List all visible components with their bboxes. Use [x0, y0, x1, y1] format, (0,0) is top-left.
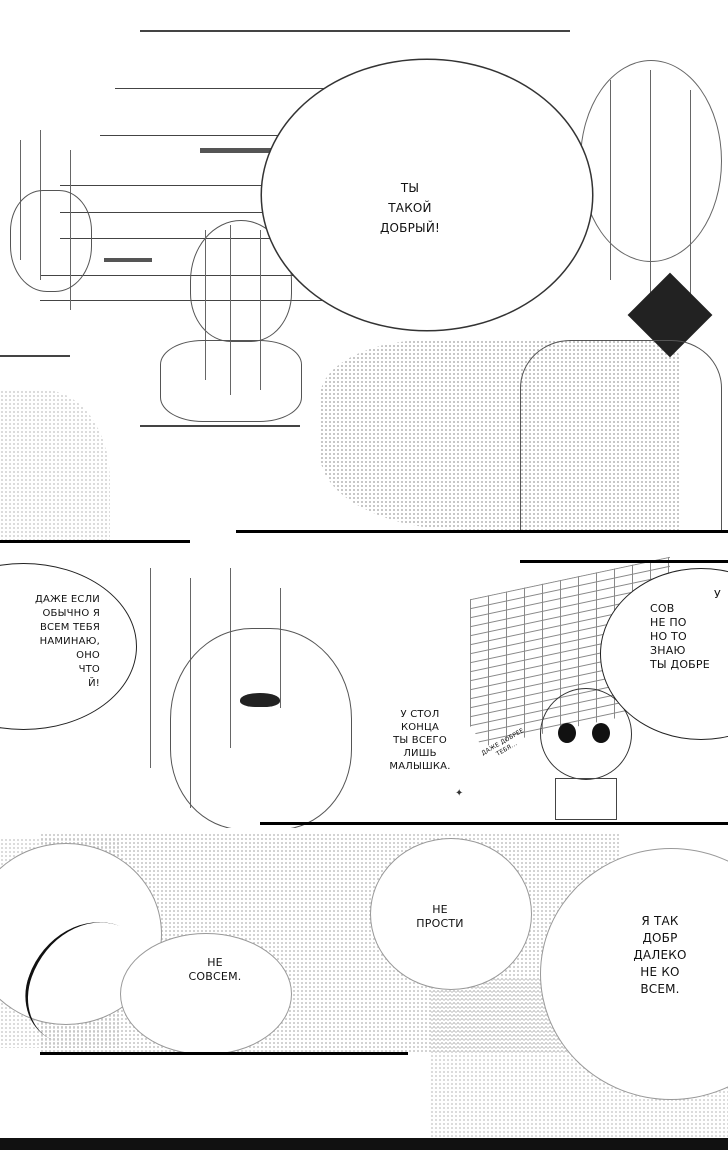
- bubble-text-not-to-all: Я ТАК ДОБР ДАЛЕКО НЕ КО ВСЕМ.: [633, 914, 687, 996]
- panel-border-3: [520, 560, 728, 563]
- bubble-text-center: У СТОЛ КОНЦА ТЫ ВСЕГО ЛИШЬ МАЛЫШКА.: [389, 709, 451, 772]
- bubble-text-not-quite: НЕ СОВСЕМ.: [188, 956, 242, 983]
- bubble-text-kind: ТЫ ТАКОЙ ДОБРЫЙ!: [379, 181, 441, 235]
- character-face-left: [120, 568, 380, 828]
- cloud-2: [120, 933, 292, 1055]
- tone-floor: [320, 340, 680, 530]
- character-center: [150, 220, 310, 430]
- character-left: [0, 130, 110, 380]
- panel-middle: ✦ ✧ ✦ ДАЖЕ ЕСЛИ ОБЫЧНО Я ВСЕМ ТЕБЯ НАМИН…: [0, 548, 728, 828]
- cloud-3: [370, 838, 532, 990]
- speech-bubble-top: [262, 60, 592, 330]
- panel-border-4: [260, 822, 728, 825]
- panel-border-2: [0, 540, 190, 543]
- panel-border-1: [236, 530, 728, 533]
- bubble-text-sorry: НЕ ПРОСТИ: [416, 903, 464, 930]
- bubble-text-right-top: У: [714, 588, 721, 601]
- panel-bottom: НЕ СОВСЕМ. НЕ ПРОСТИ Я ТАК ДОБР ДАЛЕКО Н…: [0, 828, 728, 1138]
- character-chibi: [520, 678, 650, 820]
- page-bottom-band: [0, 1138, 728, 1150]
- sparkle-decoration-2: ✦: [455, 788, 464, 799]
- bubble-text-right: СОВ НЕ ПО НО ТО ЗНАЮ ТЫ ДОБРЕ: [650, 602, 710, 671]
- speech-bubble-center: [370, 708, 480, 793]
- bubble-text-left: ДАЖЕ ЕСЛИ ОБЫЧНО Я ВСЕМ ТЕБЯ НАМИНАЮ, ОН…: [34, 594, 100, 689]
- panel-border-5: [40, 1052, 408, 1055]
- panel-top: ТЫ ТАКОЙ ДОБРЫЙ!: [0, 0, 728, 540]
